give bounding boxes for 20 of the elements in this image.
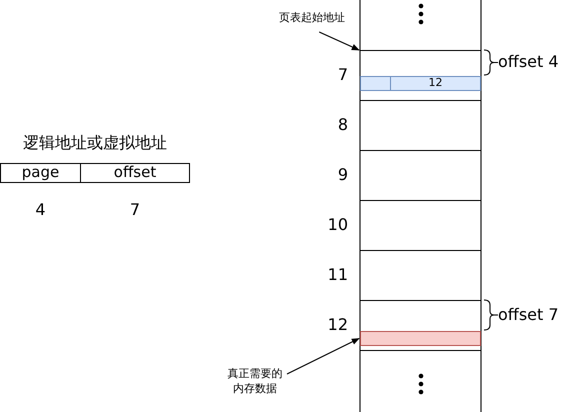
address-title: 逻辑地址或虚拟地址 bbox=[22, 133, 168, 152]
address-value: 4 bbox=[34, 200, 47, 220]
page-number: 12 bbox=[328, 315, 348, 334]
annotation-text: 页表起始地址 bbox=[278, 11, 346, 24]
page-number: 7 bbox=[338, 65, 348, 84]
memory-row bbox=[360, 331, 481, 346]
arrow bbox=[318, 32, 360, 50]
offset-label: offset 7 bbox=[498, 305, 560, 324]
page-table-entry bbox=[360, 76, 481, 91]
address-value: 7 bbox=[128, 200, 142, 220]
arrow bbox=[286, 338, 360, 374]
page-number: 10 bbox=[328, 215, 348, 234]
page-number: 12 bbox=[428, 76, 444, 90]
page-number: 9 bbox=[338, 165, 348, 184]
annotation-text: offset bbox=[112, 163, 158, 181]
annotation-text: page bbox=[20, 163, 60, 181]
page-number: 8 bbox=[338, 115, 348, 134]
page-number: 11 bbox=[328, 265, 348, 284]
annotation-text: 真正需要的内存数据 bbox=[226, 366, 284, 396]
offset-label: offset 4 bbox=[498, 52, 560, 72]
